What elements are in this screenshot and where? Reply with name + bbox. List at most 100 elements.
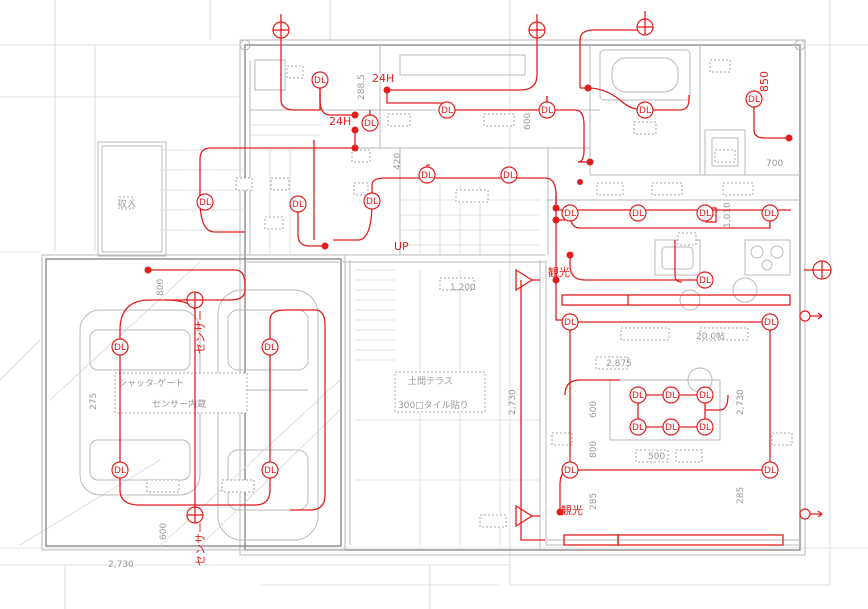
dim-850: 850 [758, 71, 771, 92]
dining-table [609, 277, 758, 441]
light-strips [561, 207, 791, 546]
downlight: DL [500, 166, 518, 184]
svg-text:DL: DL [699, 209, 711, 219]
dim-285-a: 285 [589, 493, 599, 510]
downlight: DL [636, 101, 654, 119]
kitchen-sink [654, 239, 701, 276]
garage-sensor-light [186, 291, 204, 309]
downlight: DL [561, 313, 579, 331]
downlight: DL [289, 195, 307, 213]
downlight: DL [561, 461, 579, 479]
dim-1200: 1,200 [450, 283, 476, 293]
downlight: DL [696, 271, 714, 289]
svg-text:DL: DL [541, 106, 553, 116]
entry-label: 収入 [118, 198, 136, 210]
pendant-fixture [528, 14, 546, 39]
svg-text:DL: DL [564, 466, 576, 476]
downlight: DL [745, 90, 763, 108]
downlights: DL DL DL DL DL DL DL DL DL DL DL DL DL D… [111, 71, 779, 479]
svg-text:DL: DL [314, 76, 326, 86]
garage-label: シャッタ-ゲート [118, 377, 184, 389]
svg-text:DL: DL [665, 423, 677, 433]
svg-text:DL: DL [114, 343, 126, 353]
car-right [217, 289, 319, 541]
downlight: DL [261, 461, 279, 479]
bathtub [599, 49, 691, 101]
kanko-label-1: 観光 [548, 265, 570, 279]
svg-text:DL: DL [764, 209, 776, 219]
red-labels: 24H 24H 観光 観光 センサー センサー UP [194, 72, 583, 566]
dim-600-b: 600 [589, 401, 599, 418]
outlet-symbol [799, 508, 823, 520]
svg-text:DL: DL [441, 106, 453, 116]
svg-text:DL: DL [364, 119, 376, 129]
spotlights [515, 268, 540, 528]
svg-text:DL: DL [503, 171, 515, 181]
svg-text:DL: DL [421, 171, 433, 181]
garage-sensor-light [186, 506, 204, 524]
svg-text:DL: DL [264, 466, 276, 476]
pendant-fixture [272, 14, 290, 39]
svg-text:DL: DL [764, 318, 776, 328]
svg-text:DL: DL [699, 276, 711, 286]
terrace-label: 土間テラス [408, 375, 453, 387]
svg-text:DL: DL [665, 391, 677, 401]
downlight: DL [662, 386, 680, 404]
svg-text:DL: DL [639, 106, 651, 116]
svg-text:DL: DL [632, 209, 644, 219]
svg-text:DL: DL [699, 423, 711, 433]
downlight: DL [311, 71, 329, 89]
svg-text:DL: DL [764, 466, 776, 476]
downlight: DL [761, 204, 779, 222]
svg-text:DL: DL [699, 391, 711, 401]
downlight: DL [696, 418, 714, 436]
svg-text:DL: DL [632, 423, 644, 433]
svg-text:DL: DL [366, 197, 378, 207]
dim-600-c: 600 [159, 523, 169, 540]
downlight: DL [538, 101, 556, 119]
dimensions: 2,730 2,730 2,730 1,200 1,010 600 600 60… [89, 71, 783, 570]
downlight: DL [361, 114, 379, 132]
terrace-sub-label: 300□タイル貼り [398, 399, 469, 411]
downlight: DL [363, 192, 381, 210]
svg-text:DL: DL [564, 318, 576, 328]
downlight: DL [261, 338, 279, 356]
downlight: DL [561, 204, 579, 222]
wiring [119, 27, 791, 541]
downlight: DL [629, 386, 647, 404]
small-boxes [114, 59, 793, 528]
dim-275: 275 [89, 393, 99, 410]
exterior-outlets [799, 310, 823, 520]
dim-2885: 288.5 [357, 74, 367, 100]
sensor-label-2: センサー [194, 522, 207, 566]
spotlight [515, 504, 540, 528]
living-area-label: 20.0帖 [696, 330, 725, 342]
switch-dots [144, 84, 793, 516]
downlight: DL [696, 204, 714, 222]
downlight: DL [662, 418, 680, 436]
dim-2730-bottom: 2,730 [108, 560, 134, 570]
downlight: DL [761, 461, 779, 479]
dim-800-b: 800 [589, 441, 599, 458]
downlight: DL [196, 193, 214, 211]
sensor-label: センサー [194, 310, 207, 354]
svg-text:DL: DL [748, 95, 760, 105]
downlight: DL [438, 101, 456, 119]
svg-text:DL: DL [292, 200, 304, 210]
dim-2730-right: 2,730 [736, 389, 746, 415]
dim-500: 500 [648, 452, 665, 462]
dim-800-a: 800 [156, 279, 166, 296]
washbasin [254, 54, 526, 91]
downlight: DL [111, 461, 129, 479]
kanko-label-2: 観光 [561, 503, 583, 517]
downlight: DL [111, 338, 129, 356]
svg-text:DL: DL [114, 466, 126, 476]
spotlight [515, 268, 540, 292]
exterior-fixture [804, 260, 832, 280]
dim-2730-terrace: 2,730 [508, 389, 518, 415]
downlight: DL [629, 418, 647, 436]
building-walls [41, 39, 806, 556]
svg-text:DL: DL [264, 343, 276, 353]
